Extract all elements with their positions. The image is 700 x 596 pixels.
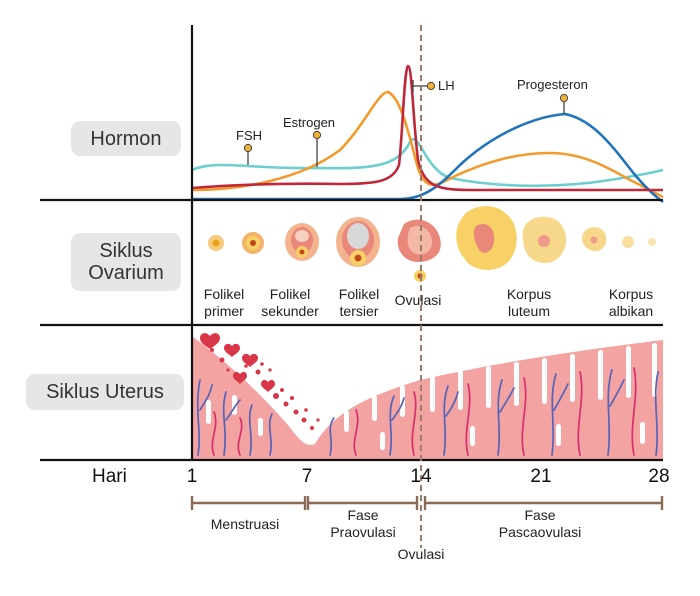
phase-postovulatory-line2: Pascaovulasi bbox=[498, 524, 582, 540]
follicle-label-primary: Folikel primer bbox=[194, 286, 254, 320]
follicle-label-line: Korpus bbox=[608, 286, 654, 302]
phase-preovulatory-line2: Praovulasi bbox=[330, 524, 396, 540]
follicle-label-line: Folikel bbox=[338, 286, 380, 302]
follicle-label-corpus-luteum: Korpus luteum bbox=[494, 286, 564, 320]
lh-curve bbox=[191, 64, 663, 192]
phase-ovulation: Ovulasi bbox=[397, 546, 445, 562]
phase-menstruation: Menstruasi bbox=[210, 516, 280, 532]
progesterone-curve bbox=[192, 112, 664, 204]
hormone-row-label: Hormon bbox=[71, 121, 181, 156]
estrogen-marker bbox=[312, 130, 322, 140]
phase-preovulatory-line1: Fase bbox=[347, 507, 379, 523]
phase-postovulatory: Fase Pascaovulasi bbox=[480, 507, 600, 541]
corpus-albicans-image-a bbox=[622, 236, 634, 248]
corpus-albicans-image-b bbox=[648, 238, 656, 246]
ovulation-image bbox=[397, 219, 441, 282]
follicle-label-line: Folikel bbox=[203, 286, 245, 302]
phase-postovulatory-line1: Fase bbox=[524, 507, 556, 523]
estrogen-label: Estrogen bbox=[283, 115, 335, 130]
estrogen-curve bbox=[191, 90, 664, 199]
follicle-primary-image bbox=[208, 235, 224, 251]
endometrium bbox=[193, 333, 663, 460]
progesterone-marker bbox=[559, 93, 569, 103]
follicle-label-line: Ovulasi bbox=[394, 292, 442, 308]
corpus-luteum-image-b bbox=[522, 216, 567, 264]
follicle-label-line: luteum bbox=[507, 303, 551, 319]
hormone-chart: FSH Estrogen LH Progesteron bbox=[191, 64, 664, 204]
ovary-row-label: Siklus Ovarium bbox=[71, 233, 181, 291]
follicle-label-tertiary: Folikel tersier bbox=[330, 286, 388, 320]
follicle-secondary-image-a bbox=[242, 232, 264, 254]
day-tick-1: 1 bbox=[186, 466, 198, 487]
day-tick-7: 7 bbox=[301, 466, 313, 487]
follicle-label-line: Folikel bbox=[269, 286, 311, 302]
follicle-label-secondary: Folikel sekunder bbox=[254, 286, 326, 320]
ovary-stages bbox=[208, 206, 656, 282]
lh-label: LH bbox=[438, 78, 455, 93]
ovary-row-text-2: Ovarium bbox=[88, 262, 164, 284]
follicle-label-line: tersier bbox=[339, 303, 379, 319]
fsh-marker bbox=[243, 143, 253, 153]
follicle-label-corpus-albicans: Korpus albikan bbox=[598, 286, 664, 320]
phase-timeline bbox=[190, 496, 664, 510]
fsh-label: FSH bbox=[236, 128, 262, 143]
follicle-label-line: albikan bbox=[608, 303, 654, 319]
follicle-label-line: primer bbox=[204, 303, 244, 319]
uterus-row-text: Siklus Uterus bbox=[46, 381, 164, 403]
follicle-label-ovulation: Ovulasi bbox=[388, 292, 448, 309]
ovary-row-text-1: Siklus bbox=[99, 240, 153, 262]
day-tick-21: 21 bbox=[530, 466, 552, 487]
follicle-tertiary-image bbox=[336, 217, 380, 267]
day-tick-14: 14 bbox=[410, 466, 432, 487]
corpus-luteum-image-c bbox=[582, 227, 607, 252]
day-tick-28: 28 bbox=[648, 466, 670, 487]
lh-marker bbox=[426, 81, 436, 91]
follicle-secondary-image-b bbox=[285, 223, 319, 261]
endometrium-tissue bbox=[193, 337, 663, 460]
uterus-row-label: Siklus Uterus bbox=[26, 374, 184, 410]
axis-label: Hari bbox=[92, 466, 127, 487]
follicle-label-line: Korpus bbox=[506, 286, 552, 302]
corpus-luteum-image-a bbox=[456, 206, 517, 270]
follicle-label-line: sekunder bbox=[261, 303, 319, 319]
progesterone-label: Progesteron bbox=[517, 77, 588, 92]
phase-preovulatory: Fase Praovulasi bbox=[310, 507, 416, 541]
frame-lines bbox=[40, 25, 663, 462]
hormone-row-text: Hormon bbox=[90, 127, 162, 150]
